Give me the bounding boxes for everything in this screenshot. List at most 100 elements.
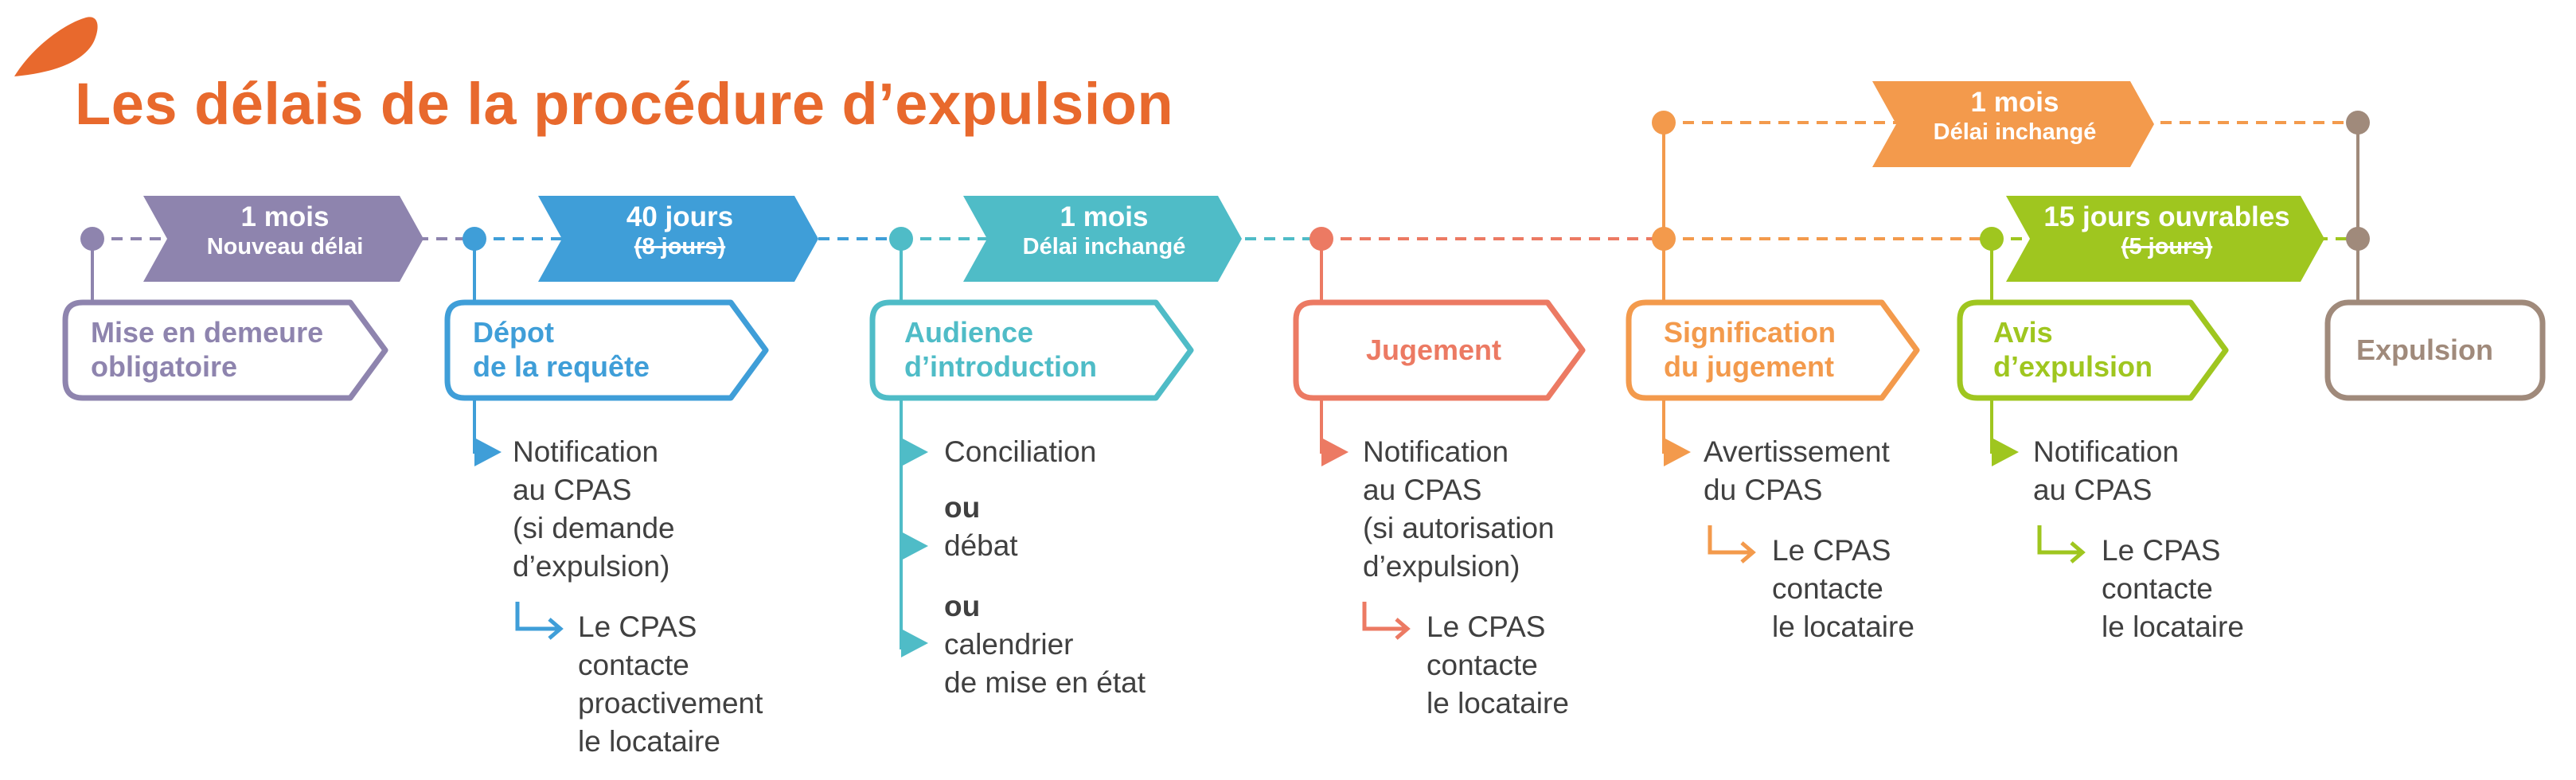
note-jugement: Notification au CPAS (si autorisation d’… <box>1363 433 1555 586</box>
step-label-mise: Mise en demeure obligatoire <box>91 315 323 384</box>
contact-depot-line-2: contacte <box>578 649 689 681</box>
bullet-triangle-depot <box>474 438 502 466</box>
duration-label-2: 40 jours (8 jours) <box>562 201 798 259</box>
step-signification-line-2: du jugement <box>1664 350 1834 384</box>
note-audience-line-calendrier-1: calendrier <box>944 628 1074 661</box>
duration-label-3: 1 mois Délai inchangé <box>987 201 1221 259</box>
timeline-dot-jugement <box>1309 227 1333 251</box>
step-mise-line-1: Mise en demeure <box>91 316 324 349</box>
step-depot-line-2: de la requête <box>473 350 650 384</box>
note-jugement-line-4: d’expulsion) <box>1363 550 1520 583</box>
note-signification-line-1: Avertissement <box>1704 435 1890 468</box>
contact-arrow-avis-icon <box>2037 525 2086 564</box>
step-label-jugement: Jugement <box>1366 333 1501 367</box>
logo-drop-icon <box>14 17 98 77</box>
duration-label-4: 15 jours ouvrables (5 jours) <box>2030 201 2304 259</box>
note-avis: Notification au CPAS <box>2033 433 2179 509</box>
contact-depot-line-4: le locataire <box>578 725 720 758</box>
note-audience-calendrier: ou calendrier de mise en état <box>944 587 1146 702</box>
contact-signification-line-1: Le CPAS <box>1772 534 1891 567</box>
duration-chevron-2 <box>538 196 818 282</box>
note-audience-debat: ou débat <box>944 489 1018 565</box>
step-jugement-line-1: Jugement <box>1366 333 1502 366</box>
contact-signification-line-2: contacte <box>1772 572 1883 605</box>
note-depot: Notification au CPAS (si demande d’expul… <box>513 433 675 586</box>
contact-avis-line-1: Le CPAS <box>2102 534 2221 567</box>
step-audience-line-2: d’introduction <box>904 350 1097 384</box>
note-signification-line-2: du CPAS <box>1704 474 1823 506</box>
note-depot-line-2: au CPAS <box>513 474 632 506</box>
note-audience-conciliation: Conciliation <box>944 433 1096 471</box>
duration-3-main: 1 mois <box>1060 201 1149 232</box>
step-box-audience <box>869 299 1194 401</box>
bullet-triangle-audience-2 <box>901 532 928 560</box>
contact-arrow-signification-icon <box>1708 525 1756 564</box>
step-box-jugement <box>1293 299 1586 401</box>
note-audience-line-conciliation: Conciliation <box>944 435 1097 468</box>
contact-jugement-line-2: contacte <box>1427 649 1538 681</box>
duration-2-main: 40 jours <box>626 201 734 232</box>
step-box-avis <box>1957 299 2229 401</box>
step-label-audience: Audience d’introduction <box>904 315 1097 384</box>
note-depot-line-3: (si demande <box>513 512 675 544</box>
duration-2-old-value: (8 jours) <box>634 233 726 259</box>
bullet-triangle-audience-3 <box>901 629 928 657</box>
step-expulsion-line-1: Expulsion <box>2356 333 2494 366</box>
timeline-dot-mise <box>80 227 104 251</box>
step-avis-line-1: Avis <box>1993 316 2053 349</box>
contact-depot: Le CPAS contacte proactivement le locata… <box>578 608 763 761</box>
duration-4-old-value: (5 jours) <box>2121 233 2213 259</box>
timeline-dot-audience <box>889 227 913 251</box>
note-avis-line-1: Notification <box>2033 435 2180 468</box>
timeline-dot-expulsion-upper <box>2346 111 2370 135</box>
contact-avis-line-2: contacte <box>2102 572 2213 605</box>
contact-avis-line-3: le locataire <box>2102 610 2244 643</box>
step-label-signification: Signification du jugement <box>1664 315 1836 384</box>
contact-jugement: Le CPAS contacte le locataire <box>1427 608 1569 723</box>
step-box-signification <box>1626 299 1920 401</box>
bullet-triangle-jugement <box>1321 438 1348 466</box>
duration-3-note: Délai inchangé <box>1022 233 1186 259</box>
contact-signification: Le CPAS contacte le locataire <box>1772 532 1914 646</box>
timeline-dot-signification-upper <box>1652 111 1676 135</box>
timeline-dot-avis <box>1980 227 2004 251</box>
step-depot-line-1: Dépot <box>473 316 554 349</box>
bullet-triangle-signification <box>1664 438 1691 466</box>
note-signification: Avertissement du CPAS <box>1704 433 1890 509</box>
timeline-dot-signification <box>1652 227 1676 251</box>
contact-jugement-line-1: Le CPAS <box>1427 610 1546 643</box>
duration-label-1: 1 mois Nouveau délai <box>167 201 403 259</box>
step-box-mise <box>62 299 388 401</box>
step-signification-line-1: Signification <box>1664 316 1836 349</box>
note-jugement-line-3: (si autorisation <box>1363 512 1555 544</box>
timeline-dot-expulsion <box>2346 227 2370 251</box>
note-jugement-line-1: Notification <box>1363 435 1509 468</box>
duration-chevron-5 <box>1872 81 2154 167</box>
duration-chevron-3 <box>963 196 1242 282</box>
note-audience-line-debat: débat <box>944 529 1018 562</box>
timeline-dot-depot <box>463 227 486 251</box>
note-audience-line-calendrier-2: de mise en état <box>944 666 1146 699</box>
duration-1-note: Nouveau délai <box>206 233 364 259</box>
contact-depot-line-1: Le CPAS <box>578 610 697 643</box>
step-box-depot <box>444 299 769 401</box>
duration-chevron-1 <box>143 196 423 282</box>
step-label-expulsion: Expulsion <box>2356 333 2493 367</box>
note-jugement-line-2: au CPAS <box>1363 474 1482 506</box>
bullet-triangle-avis <box>1992 438 2019 466</box>
step-label-depot: Dépot de la requête <box>473 315 650 384</box>
contact-arrow-jugement-icon <box>1362 602 1411 640</box>
contact-jugement-line-3: le locataire <box>1427 687 1569 720</box>
note-avis-line-2: au CPAS <box>2033 474 2153 506</box>
bullet-triangle-audience-1 <box>901 438 928 466</box>
note-audience-or-2: ou <box>944 590 981 622</box>
duration-label-5: 1 mois Délai inchangé <box>1896 87 2133 145</box>
note-depot-line-1: Notification <box>513 435 659 468</box>
duration-chevron-4 <box>2006 196 2324 282</box>
step-avis-line-2: d’expulsion <box>1993 350 2153 384</box>
step-label-avis: Avis d’expulsion <box>1993 315 2153 384</box>
contact-arrow-depot-icon <box>515 602 564 640</box>
contact-depot-line-3: proactivement <box>578 687 763 720</box>
